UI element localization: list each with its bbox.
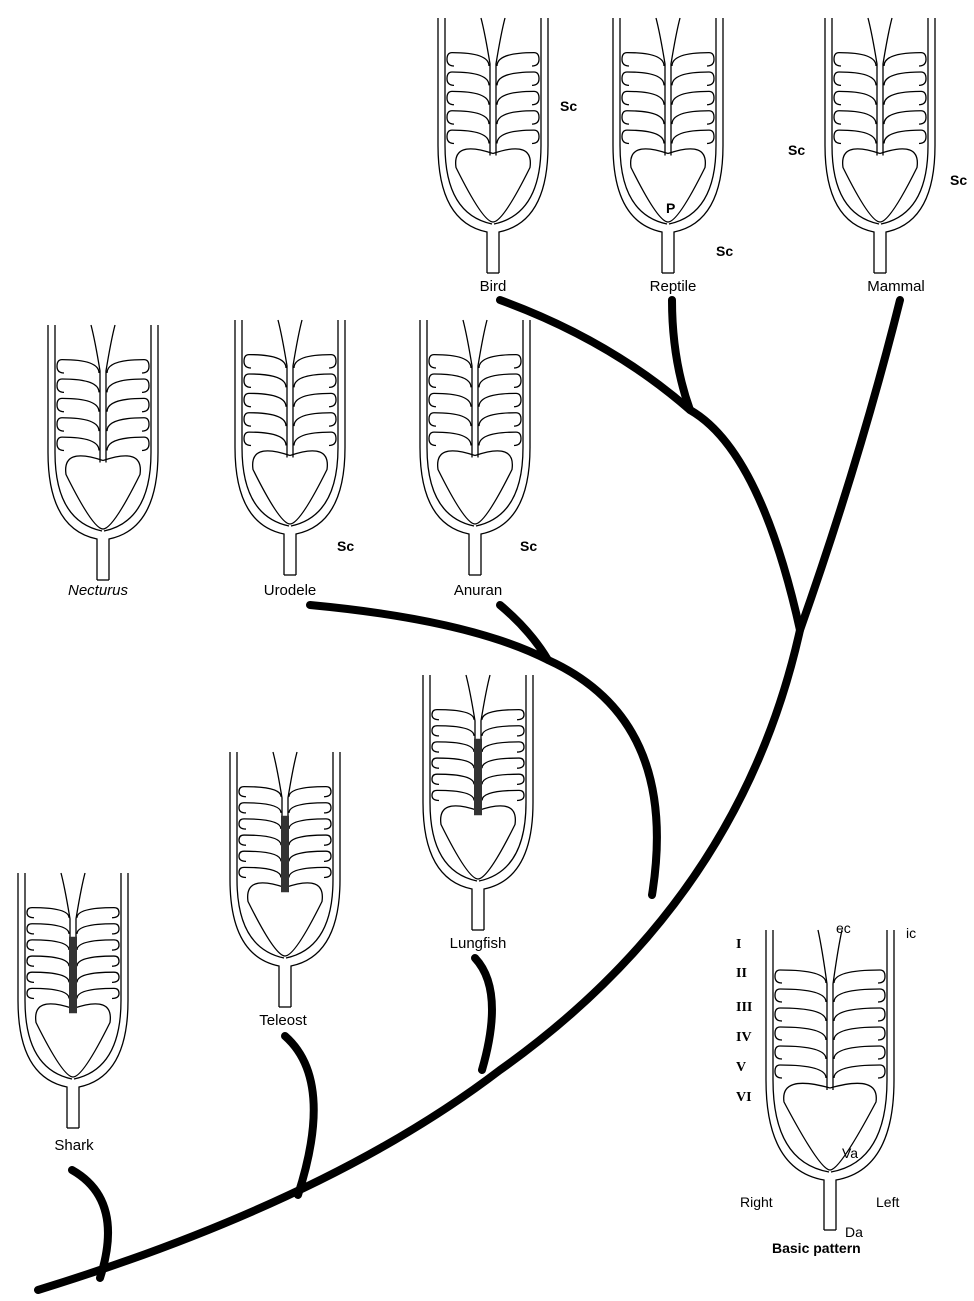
diagram-basic-pattern	[766, 930, 894, 1230]
label-da: Da	[845, 1224, 863, 1240]
label-p-reptile: P	[666, 200, 675, 216]
label-sc-mammal-right: Sc	[950, 172, 967, 188]
label-sc-urodele: Sc	[337, 538, 354, 554]
diagram-shark	[18, 873, 128, 1128]
label-shark: Shark	[54, 1137, 93, 1154]
arch-label-6: VI	[736, 1090, 752, 1106]
diagram-lungfish	[423, 675, 533, 930]
arch-label-3: III	[736, 1000, 752, 1016]
diagram-mammal	[825, 18, 935, 273]
label-bird: Bird	[480, 278, 507, 295]
label-va: Va	[842, 1145, 858, 1161]
label-reptile: Reptile	[650, 278, 697, 295]
label-sc-reptile: Sc	[716, 243, 733, 259]
label-sc-bird: Sc	[560, 98, 577, 114]
label-basic-pattern: Basic pattern	[772, 1240, 861, 1256]
label-necturus: Necturus	[68, 582, 128, 599]
diagram-teleost	[230, 752, 340, 1007]
diagram-anuran	[420, 320, 530, 575]
label-sc-anuran: Sc	[520, 538, 537, 554]
diagram-necturus	[48, 325, 158, 580]
label-anuran: Anuran	[454, 582, 502, 599]
diagram-reptile	[613, 18, 723, 273]
label-right: Right	[740, 1194, 773, 1210]
arch-label-1: I	[736, 937, 741, 953]
label-ec: ec	[836, 920, 851, 936]
arch-label-5: V	[736, 1060, 746, 1076]
label-mammal: Mammal	[867, 278, 925, 295]
label-left: Left	[876, 1194, 899, 1210]
label-lungfish: Lungfish	[450, 935, 507, 952]
label-ic: ic	[906, 925, 916, 941]
arch-label-4: IV	[736, 1030, 752, 1046]
diagram-urodele	[235, 320, 345, 575]
arch-label-2: II	[736, 966, 747, 982]
label-teleost: Teleost	[259, 1012, 307, 1029]
diagram-bird	[438, 18, 548, 273]
label-sc-mammal-left: Sc	[788, 142, 805, 158]
label-urodele: Urodele	[264, 582, 317, 599]
